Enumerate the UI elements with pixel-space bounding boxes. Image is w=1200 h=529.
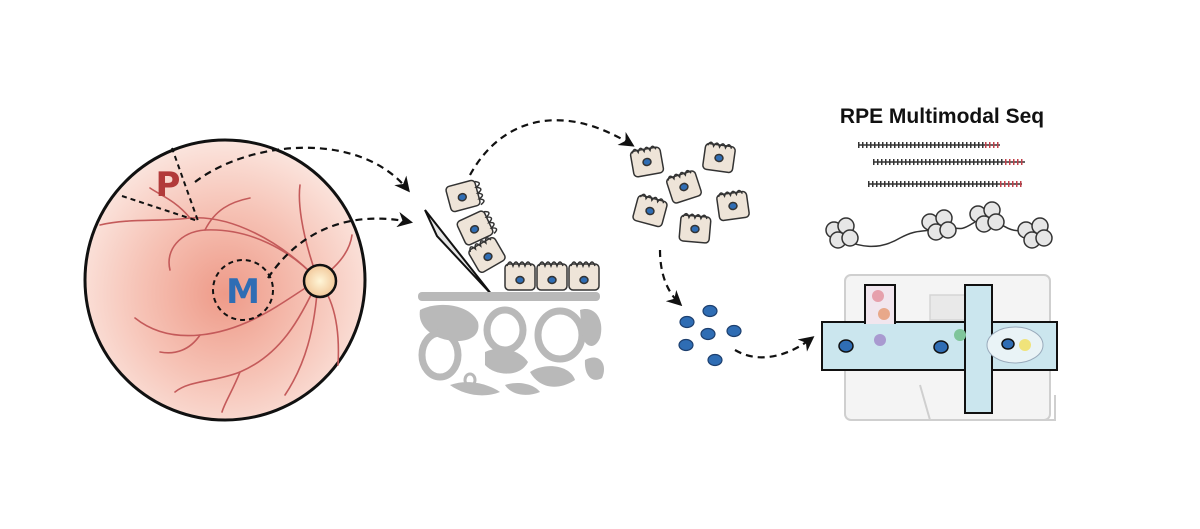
dissection-blade — [424, 209, 493, 296]
macular-label: M — [226, 272, 260, 312]
nucleosome-cluster — [825, 217, 859, 249]
optic-disc — [302, 263, 338, 299]
rpe-cell — [445, 179, 485, 213]
rpe-cell — [568, 261, 600, 291]
nucleosome-cluster — [1017, 217, 1053, 249]
arrow-periphery-to-tissue — [194, 146, 410, 193]
macula-region — [212, 259, 274, 321]
rna-reads — [858, 142, 1025, 187]
rpe-cell — [678, 212, 712, 244]
nucleus — [726, 324, 742, 338]
nucleosome-cluster — [921, 209, 957, 241]
choroid-layer — [418, 304, 605, 396]
rpe-tissue-section — [418, 179, 605, 396]
barcode-bead — [878, 308, 890, 320]
barcode-bead — [954, 329, 966, 341]
isolated-nuclei — [678, 304, 742, 367]
nucleus — [838, 339, 854, 353]
nucleus — [707, 353, 723, 367]
droplet — [986, 326, 1044, 364]
microfluidic-device — [821, 274, 1058, 421]
rpe-cell — [504, 261, 536, 291]
fundus-disc — [83, 138, 367, 422]
bruchs-membrane — [418, 292, 600, 301]
rpe-cell — [716, 189, 750, 222]
sequencing-title: RPE Multimodal Seq — [840, 105, 1044, 128]
nucleus — [678, 338, 694, 352]
rpe-monolayer — [445, 179, 600, 291]
rpe-cell — [629, 145, 665, 178]
chromatin — [825, 201, 1053, 249]
nucleus — [933, 340, 949, 354]
rpe-cell — [468, 236, 506, 274]
barcode-bead — [1019, 339, 1031, 351]
fundus-eye: P M — [83, 138, 367, 422]
dissociated-rpe-cells — [629, 141, 750, 244]
rpe-cell — [702, 141, 736, 174]
arrow-nuclei-to-microfluidics — [734, 336, 815, 359]
flow-arrows — [194, 119, 815, 359]
device-tray — [919, 384, 1056, 421]
nucleus — [702, 304, 718, 318]
rpe-cell — [536, 261, 568, 291]
nucleus — [700, 327, 716, 341]
barcode-bead — [872, 290, 884, 302]
nucleosome-cluster — [969, 201, 1005, 233]
nucleus — [1001, 338, 1015, 350]
nucleus — [679, 315, 695, 329]
barcode-bead — [874, 334, 886, 346]
arrow-tissue-to-cells — [469, 119, 635, 176]
rpe-cell — [632, 193, 668, 228]
rpe-cell — [666, 169, 702, 204]
arrow-cells-to-nuclei — [658, 249, 683, 307]
rpe-cell — [456, 210, 498, 246]
peripheral-label: P — [156, 165, 181, 205]
sequencing-panel: RPE Multimodal Seq — [821, 105, 1058, 421]
